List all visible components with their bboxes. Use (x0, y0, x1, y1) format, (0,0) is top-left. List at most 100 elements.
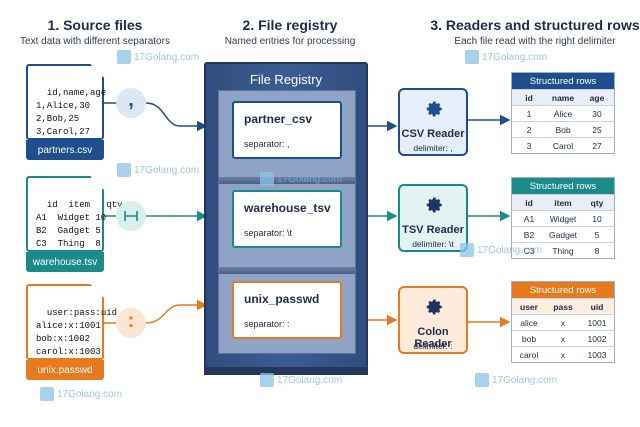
table-row: carol x 1003 (512, 346, 614, 362)
reader-delimiter: delimiter: : (413, 341, 453, 351)
table-title: Structured rows (512, 73, 614, 89)
watermark: 17Golang.com (460, 243, 542, 257)
cabinet-base (204, 367, 368, 375)
page-fold-icon (90, 284, 104, 298)
column-subtitle-registry: Named entries for processing (224, 36, 356, 47)
cell: Gadget (549, 229, 577, 240)
reader-name: Colon Reader (414, 326, 452, 350)
watermark-text: 17Golang.com (482, 51, 548, 63)
cell: Thing (552, 245, 574, 256)
table-header-row: id name age (512, 89, 614, 105)
table-row: A1 Widget 10 (512, 210, 614, 226)
cell: Bob (555, 124, 571, 135)
column-subtitle-readers: Each file read with the right delimiter (454, 36, 616, 47)
cell: x (560, 349, 566, 360)
registry-entry-unix-passwd[interactable]: unix_passwd separator: : (232, 281, 342, 339)
csv-content: id,name,age 1,Alice,30 2,Bob,25 3,Carol,… (36, 88, 107, 137)
reader-name: CSV Reader (401, 128, 465, 140)
cell: 30 (592, 108, 602, 119)
shelf (219, 177, 355, 184)
cell: 2 (526, 124, 532, 135)
page-fold-icon (90, 176, 104, 190)
cell: C3 (523, 245, 535, 256)
watermark-logo-icon (260, 373, 274, 387)
table-row: bob x 1002 (512, 330, 614, 346)
header-cell: pass (553, 301, 573, 312)
colon-separator-icon: : (116, 308, 146, 338)
table-header-row: user pass uid (512, 298, 614, 314)
cell: carol (519, 349, 539, 360)
table-row: C3 Thing 8 (512, 242, 614, 258)
column-subtitle-sources: Text data with different separators (20, 36, 170, 47)
entry-separator: separator: , (244, 139, 290, 149)
watermark-text: 17Golang.com (492, 374, 558, 386)
table-title: Structured rows (512, 178, 614, 194)
source-label-tsv: warehouse.tsv (26, 252, 104, 272)
column-title-readers: 3. Readers and structured rows (430, 17, 640, 33)
table-row: alice x 1001 (512, 314, 614, 330)
header-cell: uid (590, 301, 604, 312)
registry-entry-partner-csv[interactable]: partner_csv separator: , (232, 101, 342, 159)
cell: 1002 (587, 333, 607, 344)
entry-separator: separator: : (244, 319, 290, 329)
table-row: 2 Bob 25 (512, 121, 614, 137)
cell: alice (520, 317, 538, 328)
cell: 27 (592, 140, 602, 151)
tab-separator-icon (116, 201, 146, 231)
csv-reader[interactable]: CSV Reader delimiter: , (398, 88, 468, 156)
entry-name: unix_passwd (244, 292, 320, 306)
table-row: 3 Carol 27 (512, 137, 614, 153)
watermark-logo-icon (475, 373, 489, 387)
tsv-reader[interactable]: TSV Reader delimiter: \t (398, 184, 468, 252)
cell: 3 (526, 140, 532, 151)
reader-delimiter: delimiter: \t (412, 239, 454, 249)
registry-entry-warehouse-tsv[interactable]: warehouse_tsv separator: \t (232, 190, 342, 248)
source-label-passwd: unix.passwd (26, 360, 104, 380)
header-cell: id (525, 197, 533, 208)
cell: Widget (549, 213, 577, 224)
header-cell: name (551, 92, 575, 103)
colon-reader[interactable]: Colon Reader delimiter: : (398, 286, 468, 354)
arrow-csv-in (104, 102, 206, 126)
reader-delimiter: delimiter: , (413, 143, 453, 153)
watermark: 17Golang.com (260, 373, 342, 387)
source-file-passwd: user:pass:uid alice:x:1001 bob:x:1002 ca… (26, 284, 117, 360)
watermark-logo-icon (260, 172, 274, 186)
cell: 1001 (587, 317, 607, 328)
cell: Carol (552, 140, 574, 151)
watermark-text: 17Golang.com (57, 388, 123, 400)
separator-glyph-passwd: : (127, 310, 135, 332)
cell: 8 (594, 245, 600, 256)
watermark-logo-icon (117, 163, 131, 177)
watermark-text: 17Golang.com (477, 244, 543, 256)
registry-shelves: partner_csv separator: , warehouse_tsv s… (218, 90, 356, 354)
table-row: B2 Gadget 5 (512, 226, 614, 242)
column-title-sources: 1. Source files (47, 17, 143, 33)
shelf (219, 267, 355, 274)
watermark: 17Golang.com (465, 50, 547, 64)
entry-name: partner_csv (244, 112, 313, 126)
cell: x (560, 333, 566, 344)
watermark: 17Golang.com (40, 387, 122, 401)
structured-rows-colon: Structured rows user pass uid alice x 10… (511, 281, 615, 363)
column-title-registry: 2. File registry (242, 17, 338, 33)
watermark: 17Golang.com (475, 373, 557, 387)
source-file-tsv: id item qty A1 Widget 10 B2 Gadget 5 C3 … (26, 176, 122, 252)
entry-name: warehouse_tsv (244, 201, 331, 215)
tsv-content: id item qty A1 Widget 10 B2 Gadget 5 C3 … (36, 200, 123, 249)
cell: Alice (553, 108, 573, 119)
header-cell: user (520, 301, 538, 312)
gear-icon (426, 299, 442, 315)
header-cell: id (525, 92, 533, 103)
watermark: 17Golang.com (117, 163, 199, 177)
cell: 25 (592, 124, 602, 135)
watermark: 17Golang.com (260, 172, 342, 186)
cell: 10 (592, 213, 602, 224)
watermark-text: 17Golang.com (277, 374, 343, 386)
watermark-text: 17Golang.com (277, 173, 343, 185)
header-cell: age (589, 92, 605, 103)
watermark-logo-icon (117, 50, 131, 64)
reader-name: TSV Reader (402, 224, 464, 236)
registry-title: File Registry (249, 72, 323, 87)
table-row: 1 Alice 30 (512, 105, 614, 121)
